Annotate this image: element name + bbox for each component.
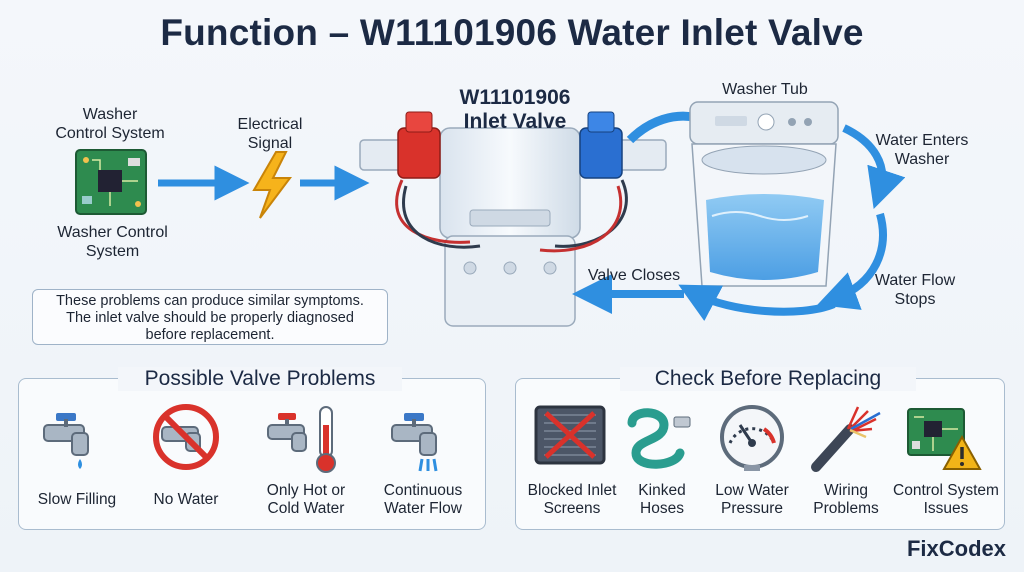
control-system-label-top: Washer Control System (55, 106, 165, 142)
flow-arrow-enters (842, 124, 906, 209)
no-water-icon (153, 404, 219, 470)
page-title: Function – W11101906 Water Inlet Valve (160, 12, 864, 53)
wiring-icon (811, 406, 881, 472)
blocked-screen-icon (534, 405, 606, 465)
check-label-inlet-screens: Blocked Inlet Screens (527, 482, 617, 517)
pressure-gauge-icon (720, 405, 784, 471)
lightning-bolt-icon (252, 151, 292, 219)
electrical-signal-label: Electrical Signal (237, 116, 303, 152)
circuit-board-icon (75, 149, 147, 215)
dripping-faucet-icon (43, 413, 89, 469)
washer-tub-label: Washer Tub (722, 81, 808, 98)
problem-label-slow-filling: Slow Filling (37, 491, 117, 508)
kinked-hose-icon (627, 408, 691, 469)
control-board-warning-icon (907, 408, 982, 470)
check-before-title: Check Before Replacing (620, 367, 916, 391)
inlet-valve-illustration (359, 111, 667, 327)
check-label-control-system: Control System Issues (893, 482, 999, 517)
check-label-kinked-hoses: Kinked Hoses (638, 482, 686, 517)
check-label-water-pressure: Low Water Pressure (715, 482, 789, 517)
problem-label-hot-cold: Only Hot or Cold Water (266, 482, 346, 517)
brand-logo: FixCodex (906, 536, 1006, 561)
control-system-label-bottom: Washer Control System (57, 224, 168, 260)
washer-tub-illustration (689, 101, 839, 287)
inlet-valve-label: W11101906 Inlet Valve (459, 86, 571, 133)
valve-problems-panel (18, 378, 486, 530)
flow-arrow-stops (817, 212, 887, 310)
running-faucet-icon (391, 413, 438, 472)
valve-problems-title: Possible Valve Problems (118, 367, 402, 391)
water-enters-label: Water Enters Washer (875, 132, 969, 168)
check-label-wiring: Wiring Problems (813, 482, 879, 517)
flow-arrow-return (678, 284, 836, 322)
problem-label-no-water: No Water (153, 491, 219, 508)
diagnosis-note: These problems can produce similar sympt… (32, 289, 388, 345)
water-stops-label: Water Flow Stops (874, 272, 956, 308)
valve-closes-label: Valve Closes (587, 267, 681, 284)
problem-label-continuous-flow: Continuous Water Flow (383, 482, 463, 517)
faucet-thermometer-icon (267, 406, 336, 473)
